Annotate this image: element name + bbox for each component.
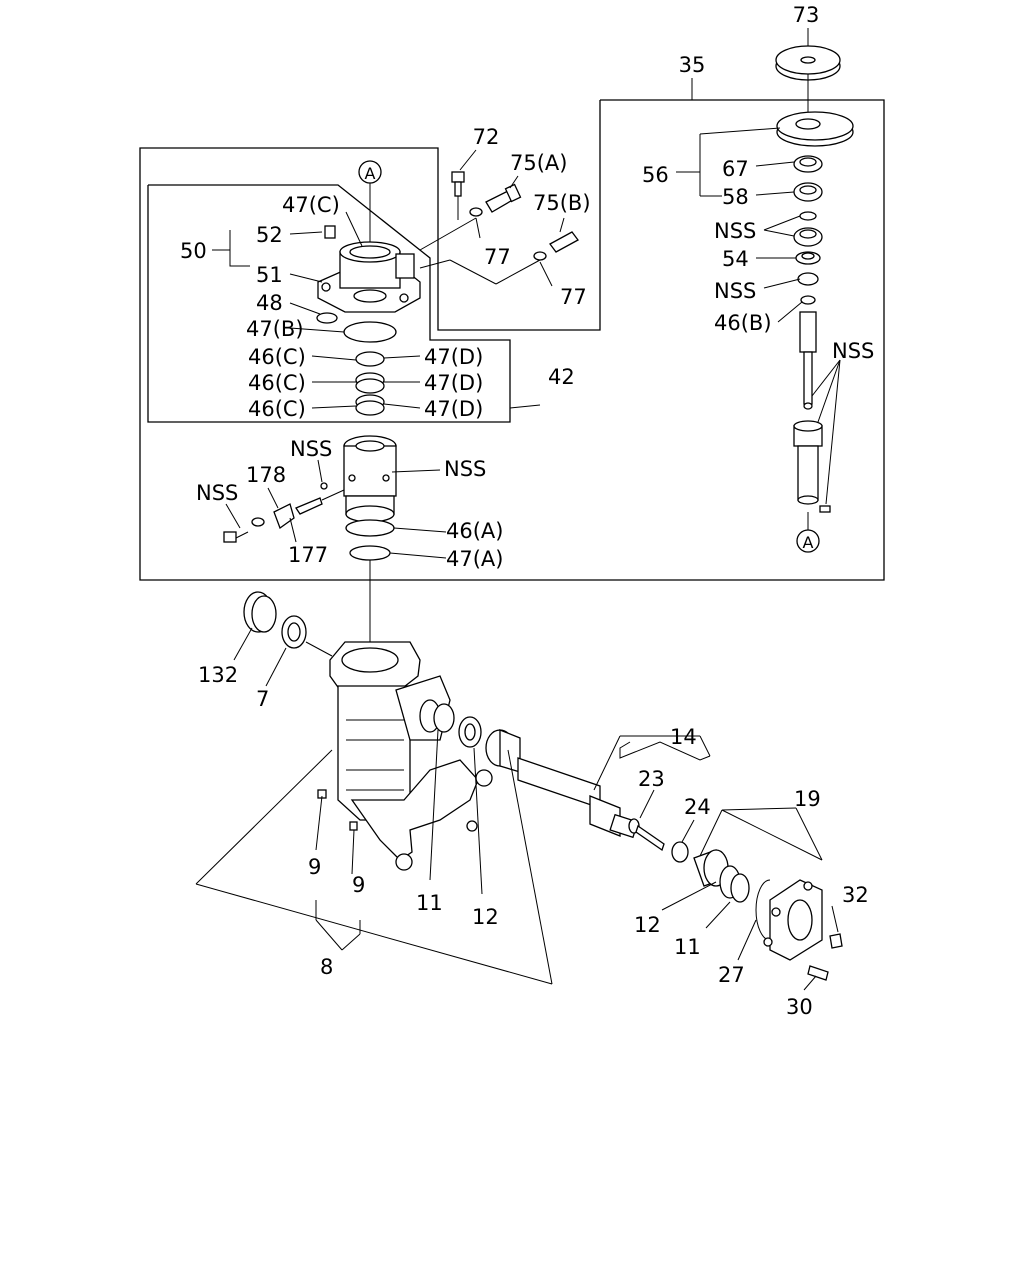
leader-lines bbox=[195, 28, 841, 991]
label-nss-2: NSS bbox=[714, 279, 756, 303]
label-14: 14 bbox=[670, 725, 697, 749]
label-nss-6: NSS bbox=[196, 481, 238, 505]
snap-ring-27 bbox=[755, 879, 771, 941]
seal-stack bbox=[355, 351, 385, 416]
right-stack-parts bbox=[793, 155, 823, 305]
flange-plate bbox=[776, 111, 854, 147]
label-11-right: 11 bbox=[674, 935, 701, 959]
cap-73 bbox=[775, 45, 841, 116]
label-58: 58 bbox=[722, 185, 749, 209]
label-nss-3: NSS bbox=[832, 339, 874, 363]
label-nss-4: NSS bbox=[290, 437, 332, 461]
valve-spool bbox=[793, 311, 831, 513]
box-42 bbox=[147, 184, 511, 423]
bolt-30 bbox=[807, 965, 829, 981]
bolt-23 bbox=[628, 818, 665, 852]
label-a-top: A bbox=[365, 164, 376, 183]
label-23: 23 bbox=[638, 767, 665, 791]
label-47d-1: 47(D) bbox=[424, 345, 483, 369]
gear-housing bbox=[329, 641, 493, 871]
label-77-upper: 77 bbox=[484, 245, 511, 269]
label-178: 178 bbox=[246, 463, 286, 487]
seal-12-left bbox=[458, 716, 482, 748]
seal-11-left bbox=[433, 703, 455, 733]
label-32: 32 bbox=[842, 883, 869, 907]
nut-32 bbox=[829, 933, 843, 949]
label-46a: 46(A) bbox=[446, 519, 503, 543]
end-cover bbox=[763, 879, 823, 961]
label-72: 72 bbox=[473, 125, 500, 149]
label-75b: 75(B) bbox=[533, 191, 591, 215]
label-46c-3: 46(C) bbox=[248, 397, 306, 421]
label-51: 51 bbox=[256, 263, 283, 287]
label-47a: 47(A) bbox=[446, 547, 503, 571]
side-parts-177-178 bbox=[223, 482, 345, 543]
label-47d-3: 47(D) bbox=[424, 397, 483, 421]
valve-body bbox=[343, 435, 397, 523]
fitting-75b bbox=[533, 231, 579, 261]
plug-52 bbox=[324, 225, 336, 239]
label-50: 50 bbox=[180, 239, 207, 263]
label-11-left: 11 bbox=[416, 891, 443, 915]
ring-7 bbox=[281, 615, 307, 649]
box-35 bbox=[139, 99, 885, 581]
label-12-left: 12 bbox=[472, 905, 499, 929]
label-73: 73 bbox=[793, 3, 820, 27]
fitting-connect-lines bbox=[419, 217, 541, 285]
label-52: 52 bbox=[256, 223, 283, 247]
label-42: 42 bbox=[548, 365, 575, 389]
seals-bottom bbox=[345, 519, 395, 660]
label-77-lower: 77 bbox=[560, 285, 587, 309]
label-12-right: 12 bbox=[634, 913, 661, 937]
label-9-left: 9 bbox=[308, 855, 321, 879]
label-67: 67 bbox=[722, 157, 749, 181]
label-177: 177 bbox=[288, 543, 328, 567]
label-30: 30 bbox=[786, 995, 813, 1019]
part-24 bbox=[671, 841, 689, 863]
label-46c-2: 46(C) bbox=[248, 371, 306, 395]
oring-47b bbox=[343, 321, 397, 343]
fitting-75a bbox=[469, 183, 522, 217]
valve-housing-51 bbox=[317, 241, 421, 313]
label-a-bottom: A bbox=[803, 533, 814, 552]
label-19: 19 bbox=[794, 787, 821, 811]
oring-48 bbox=[316, 312, 338, 324]
label-46c-1: 46(C) bbox=[248, 345, 306, 369]
label-9-right: 9 bbox=[352, 873, 365, 897]
label-48: 48 bbox=[256, 291, 283, 315]
label-35: 35 bbox=[679, 53, 706, 77]
label-132: 132 bbox=[198, 663, 238, 687]
label-47d-2: 47(D) bbox=[424, 371, 483, 395]
label-27: 27 bbox=[718, 963, 745, 987]
label-46b: 46(B) bbox=[714, 311, 772, 335]
label-nss-1: NSS bbox=[714, 219, 756, 243]
ring-132 bbox=[243, 591, 277, 633]
pinion-shaft bbox=[485, 729, 639, 839]
label-47c: 47(C) bbox=[282, 193, 340, 217]
label-7: 7 bbox=[256, 687, 269, 711]
ref-marker-a-bottom bbox=[796, 512, 820, 553]
label-nss-5: NSS bbox=[444, 457, 486, 481]
bearing-19 bbox=[693, 849, 750, 903]
ref-marker-a-top bbox=[358, 160, 382, 250]
label-54: 54 bbox=[722, 247, 749, 271]
label-75a: 75(A) bbox=[510, 151, 567, 175]
label-8: 8 bbox=[320, 955, 333, 979]
label-56: 56 bbox=[642, 163, 669, 187]
label-24: 24 bbox=[684, 795, 711, 819]
bolt-72 bbox=[451, 171, 465, 220]
label-47b: 47(B) bbox=[246, 317, 304, 341]
labels: 73 35 72 75(A) 75(B) 77 77 47(C) 52 50 5… bbox=[180, 3, 874, 1019]
